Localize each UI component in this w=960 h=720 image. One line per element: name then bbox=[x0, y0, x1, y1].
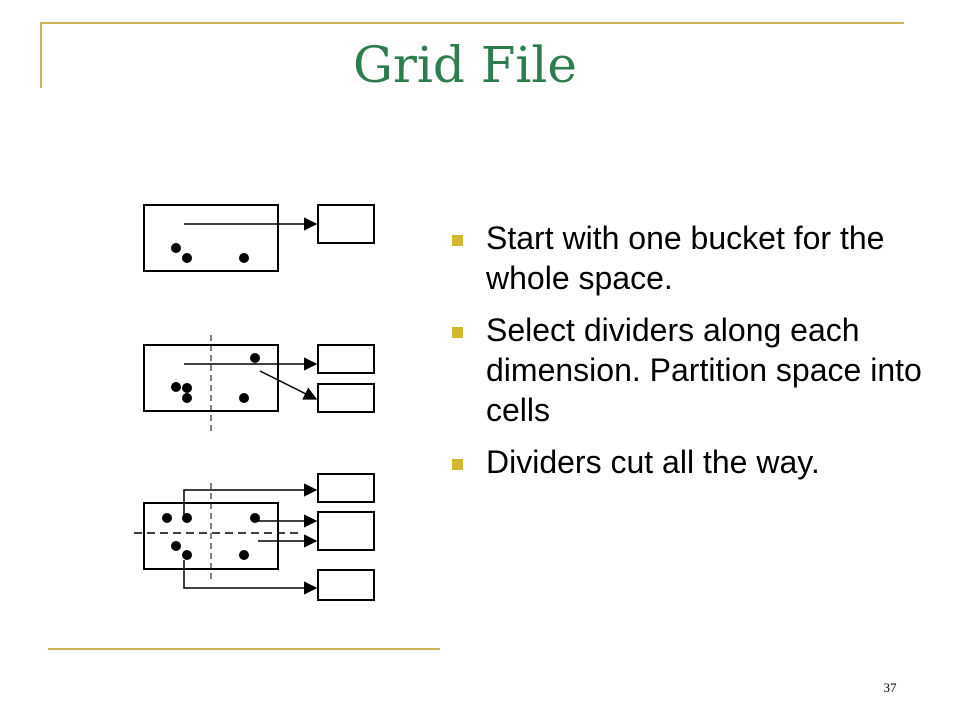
bottom-rule bbox=[48, 648, 440, 650]
bucket-box bbox=[317, 511, 375, 551]
data-point bbox=[171, 243, 181, 253]
bucket-box bbox=[317, 344, 375, 374]
data-point bbox=[171, 541, 181, 551]
bullet-list: Start with one bucket for the whole spac… bbox=[452, 218, 922, 494]
data-point bbox=[239, 550, 249, 560]
space-rect bbox=[143, 204, 279, 272]
slide-title: Grid File bbox=[353, 36, 577, 94]
bullet-item: Start with one bucket for the whole spac… bbox=[452, 218, 922, 298]
data-point bbox=[239, 253, 249, 263]
square-bullet-icon bbox=[452, 235, 463, 246]
bucket-box bbox=[317, 569, 375, 601]
data-point bbox=[171, 382, 181, 392]
stage-one-bucket bbox=[143, 204, 375, 272]
data-point bbox=[182, 253, 192, 263]
pointer-arrow bbox=[183, 560, 318, 595]
bullet-item: Select dividers along each dimension. Pa… bbox=[452, 310, 922, 430]
page-number: 37 bbox=[883, 680, 897, 695]
stage-four-cells bbox=[134, 473, 375, 601]
data-point bbox=[182, 513, 192, 523]
pointer-arrow bbox=[259, 370, 318, 400]
data-point bbox=[182, 550, 192, 560]
data-point bbox=[250, 353, 260, 363]
top-rule-vertical bbox=[40, 22, 42, 88]
data-point bbox=[250, 513, 260, 523]
data-point bbox=[182, 393, 192, 403]
bullet-item: Dividers cut all the way. bbox=[452, 442, 922, 482]
bucket-box bbox=[317, 204, 375, 244]
data-point bbox=[162, 513, 172, 523]
bucket-box bbox=[317, 473, 375, 503]
top-rule-horizontal bbox=[40, 22, 904, 24]
pointer-arrow bbox=[183, 483, 318, 515]
bullet-text: Start with one bucket for the whole spac… bbox=[486, 220, 885, 296]
stage-two-buckets bbox=[143, 335, 375, 432]
square-bullet-icon bbox=[452, 459, 463, 470]
data-point bbox=[239, 393, 249, 403]
bucket-box bbox=[317, 383, 375, 413]
bullet-text: Select dividers along each dimension. Pa… bbox=[486, 312, 922, 428]
data-point bbox=[182, 383, 192, 393]
bullet-text: Dividers cut all the way. bbox=[486, 444, 820, 480]
square-bullet-icon bbox=[452, 327, 463, 338]
